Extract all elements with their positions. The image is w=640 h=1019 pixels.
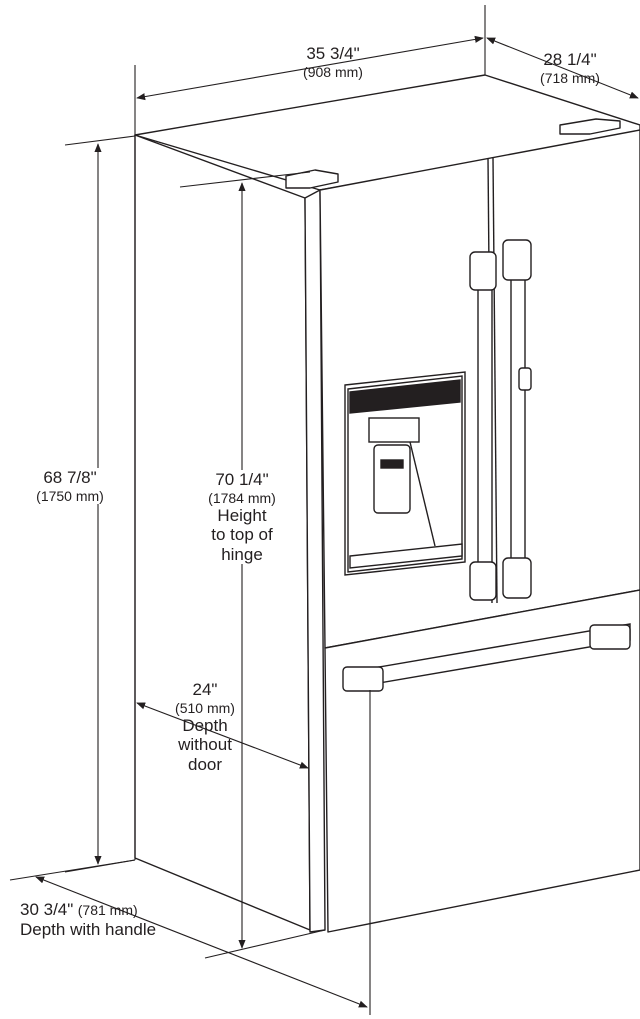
hinge-height-note-3: hinge bbox=[221, 544, 263, 564]
door-split-line bbox=[492, 157, 498, 604]
depth-with-handle-metric: (781 mm) bbox=[77, 902, 138, 918]
hinge-height-imperial: 70 1/4" bbox=[215, 470, 269, 489]
hinge-height-metric: (1784 mm) bbox=[208, 489, 276, 506]
depth-label: 28 1/4" (718 mm) bbox=[520, 50, 620, 86]
door-button bbox=[518, 367, 532, 391]
left-door-handle bbox=[477, 259, 493, 591]
depth-without-door-label: 24" (510 mm) Depth without door bbox=[150, 680, 260, 774]
width-dim-line bbox=[136, 35, 484, 101]
width-imperial: 35 3/4" bbox=[306, 44, 360, 63]
dispenser-display bbox=[349, 379, 461, 414]
height-label: 68 7/8" (1750 mm) bbox=[10, 468, 130, 504]
left-hinge bbox=[285, 169, 339, 189]
depth-without-door-dim-line bbox=[136, 702, 309, 769]
width-label: 35 3/4" (908 mm) bbox=[268, 44, 398, 80]
freezer-handle bbox=[342, 623, 631, 692]
depth-without-door-metric: (510 mm) bbox=[175, 699, 235, 716]
dimension-lines bbox=[9, 5, 639, 1015]
depth-without-door-note-2: without bbox=[178, 735, 232, 755]
depth-with-handle-imperial: 30 3/4" bbox=[20, 900, 74, 919]
hinge-height-label: 70 1/4" (1784 mm) Height to top of hinge bbox=[182, 470, 302, 565]
depth-without-door-imperial: 24" bbox=[192, 680, 218, 699]
height-metric: (1750 mm) bbox=[36, 487, 104, 504]
hinge-height-note-2: to top of bbox=[211, 525, 273, 545]
right-hinge bbox=[559, 118, 621, 135]
depth-without-door-note-1: Depth bbox=[182, 715, 228, 735]
depth-imperial: 28 1/4" bbox=[543, 50, 597, 69]
depth-with-handle-dim-line bbox=[35, 876, 368, 1008]
depth-with-handle-label: 30 3/4" (781 mm) Depth with handle bbox=[20, 900, 220, 940]
width-metric: (908 mm) bbox=[303, 63, 363, 80]
hinge-height-note-1: Height bbox=[217, 505, 267, 525]
water-dispenser bbox=[344, 371, 466, 576]
depth-dim-line bbox=[486, 37, 639, 99]
depth-metric: (718 mm) bbox=[540, 69, 600, 86]
right-door-handle bbox=[510, 247, 526, 589]
depth-with-handle-note: Depth with handle bbox=[20, 920, 157, 940]
door-handles bbox=[469, 239, 532, 601]
height-imperial: 68 7/8" bbox=[43, 468, 97, 487]
depth-without-door-note-3: door bbox=[187, 754, 223, 774]
